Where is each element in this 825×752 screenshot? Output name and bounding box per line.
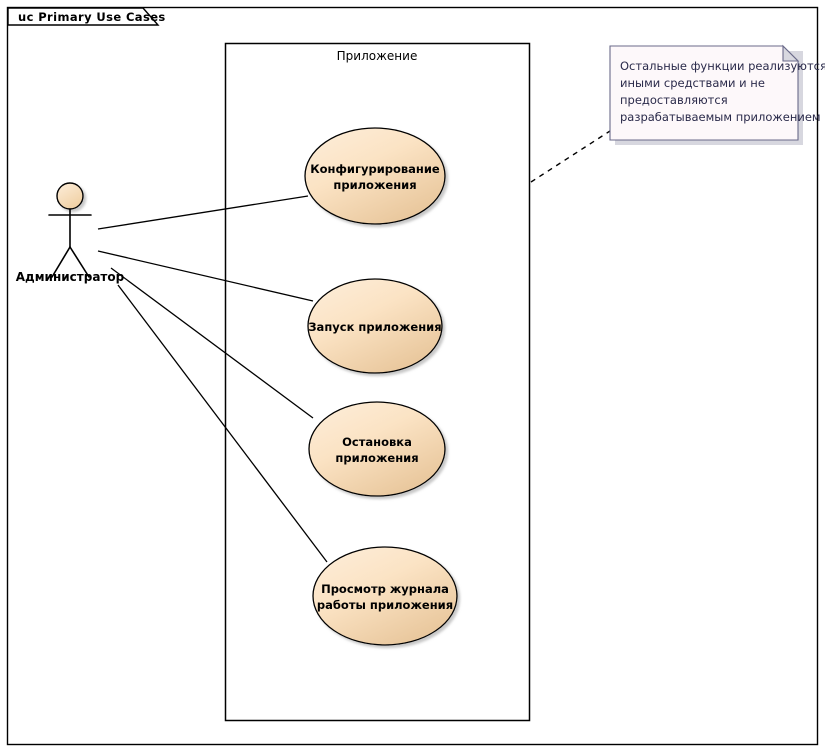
use-case-ellipse[interactable]: [307, 278, 443, 374]
note-text-line-3: предоставляются: [620, 93, 728, 107]
use-case-ellipse[interactable]: [308, 401, 446, 497]
actor-head-icon: [56, 182, 84, 210]
system-boundary-label: Приложение: [337, 49, 418, 63]
use-case-view-application-log[interactable]: Просмотр журнала работы приложения: [312, 546, 458, 646]
use-case-configure-application[interactable]: Конфигурирование приложения: [304, 127, 446, 225]
note-text-line-4: разрабатываемым приложением: [620, 110, 821, 124]
use-case-label-line-2: приложения: [333, 178, 416, 192]
use-case-label-line-1: Просмотр журнала: [321, 582, 449, 596]
association-actor-to-start[interactable]: [97, 250, 314, 302]
use-case-label-line-1: Остановка: [342, 435, 412, 449]
use-case-label-line-2: приложения: [335, 451, 418, 465]
association-lines: [97, 195, 328, 563]
use-case-label-line-2: работы приложения: [317, 598, 453, 612]
use-case-ellipse[interactable]: [304, 127, 446, 225]
use-case-label-line-1: Конфигурирование: [310, 162, 440, 176]
use-case-label-line-1: Запуск приложения: [308, 320, 441, 334]
use-case-ellipse[interactable]: [312, 546, 458, 646]
use-case-start-application[interactable]: Запуск приложения: [307, 278, 443, 374]
system-boundary[interactable]: Приложение: [224, 42, 531, 722]
note-text-line-2: иными средствами и не: [620, 76, 765, 90]
note-fold-corner-icon: [782, 44, 800, 62]
diagram-title-label: uc Primary Use Cases: [18, 10, 166, 24]
note-body[interactable]: [609, 45, 799, 141]
note-text-line-1: Остальные функции реализуются: [620, 59, 825, 73]
association-actor-to-stop[interactable]: [110, 267, 314, 419]
actor-label: Администратор: [16, 270, 125, 284]
actor-administrator[interactable]: Администратор: [16, 182, 125, 284]
system-boundary-rect[interactable]: [224, 42, 531, 722]
note-other-functions[interactable]: Остальные функции реализуются иными сред…: [609, 44, 825, 145]
use-case-stop-application[interactable]: Остановка приложения: [308, 401, 446, 497]
association-actor-to-configure[interactable]: [97, 195, 309, 230]
diagram-title-tab: uc Primary Use Cases: [7, 7, 166, 26]
actor-left-leg-line: [51, 246, 71, 278]
actor-right-leg-line: [69, 246, 90, 278]
association-actor-to-log[interactable]: [117, 284, 328, 563]
